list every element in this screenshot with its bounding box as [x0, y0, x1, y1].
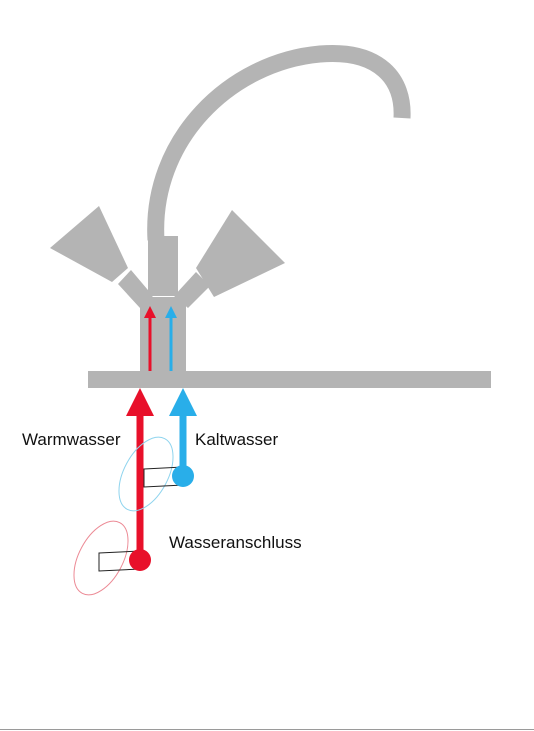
left-handle-stem	[118, 270, 153, 308]
cold-valve-dot	[172, 465, 194, 487]
right-handle-knob	[196, 210, 285, 297]
water-connection-label: Wasseranschluss	[169, 533, 302, 552]
right-handle-stem	[174, 272, 210, 308]
left-handle-knob	[50, 206, 128, 282]
faucet-spout	[147, 44, 411, 241]
faucet-column	[140, 297, 186, 372]
faucet-neck	[148, 236, 178, 296]
faucet	[50, 44, 491, 388]
bottom-divider	[0, 729, 534, 730]
warm-water-label: Warmwasser	[22, 430, 121, 449]
warm-connection-valve	[73, 520, 151, 596]
cold-valve-ring	[118, 436, 174, 512]
warm-valve-dot	[129, 549, 151, 571]
cold-connection-valve	[118, 436, 194, 512]
cold-water-label: Kaltwasser	[195, 430, 279, 449]
countertop	[88, 371, 491, 388]
warm-valve-ring	[73, 520, 129, 596]
